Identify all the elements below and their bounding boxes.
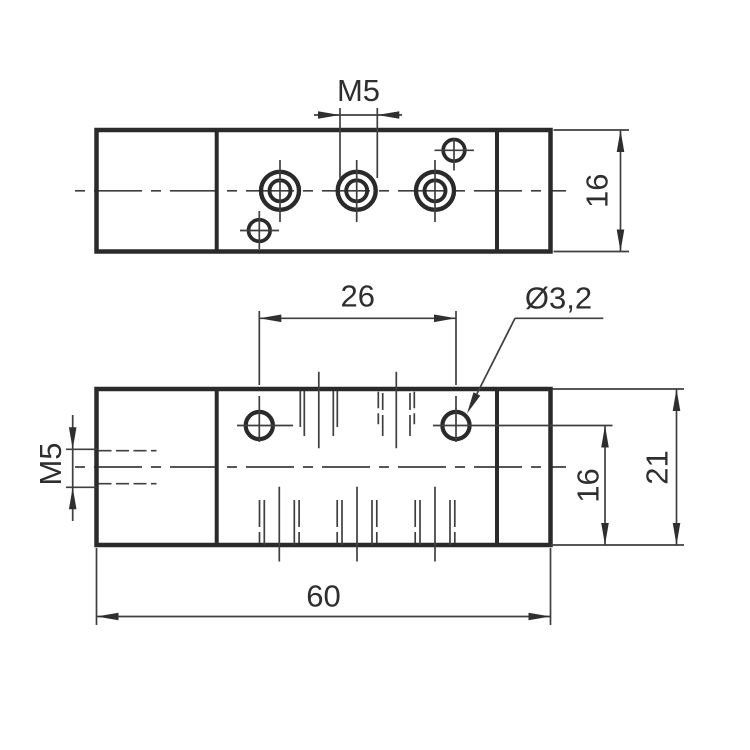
leader-hole-diameter: Ø3,2 (467, 281, 604, 414)
mount-hole-top-view-lower (240, 211, 279, 249)
hidden-hole-lower-1 (258, 486, 300, 562)
front-view-outline (94, 386, 553, 548)
threaded-port-2 (335, 160, 378, 222)
mount-hole-front-right (433, 311, 613, 451)
hidden-hole-lower-3 (414, 486, 456, 562)
mount-hole-front-left (237, 311, 293, 451)
side-port-hidden-lines (98, 449, 157, 485)
dim-label-mount-hole-diameter: Ø3,2 (525, 281, 592, 316)
dim-label-top-port-thread: M5 (337, 73, 380, 108)
hidden-hole-upper-b (377, 371, 416, 449)
dimension-16-top-view: 16 (553, 129, 629, 253)
hidden-hole-lower-2 (336, 486, 378, 562)
dimension-16-front-view: 16 (571, 425, 609, 545)
dim-label-mount-hole-spacing: 26 (340, 279, 374, 314)
top-view: M5 16 (75, 73, 629, 254)
front-view: 26 Ø3,2 M5 16 (33, 279, 684, 625)
hidden-hole-upper-a (299, 371, 339, 449)
dimension-21: 21 (550, 388, 684, 546)
dimension-m5-top: M5 (314, 73, 402, 178)
top-view-outline (94, 127, 553, 254)
dimension-60: 60 (95, 548, 552, 625)
dimension-26: 26 (259, 279, 456, 323)
dim-label-body-height: 21 (640, 450, 675, 484)
mount-hole-top-view-upper (434, 137, 474, 171)
threaded-port-3 (413, 160, 457, 222)
dim-label-side-port-thread: M5 (33, 442, 68, 485)
dim-label-mount-hole-height: 16 (571, 468, 606, 502)
dim-label-body-width: 60 (306, 579, 340, 614)
threaded-port-1 (258, 160, 302, 222)
dim-label-top-view-depth: 16 (580, 174, 615, 208)
dimension-m5-side: M5 (33, 415, 97, 521)
